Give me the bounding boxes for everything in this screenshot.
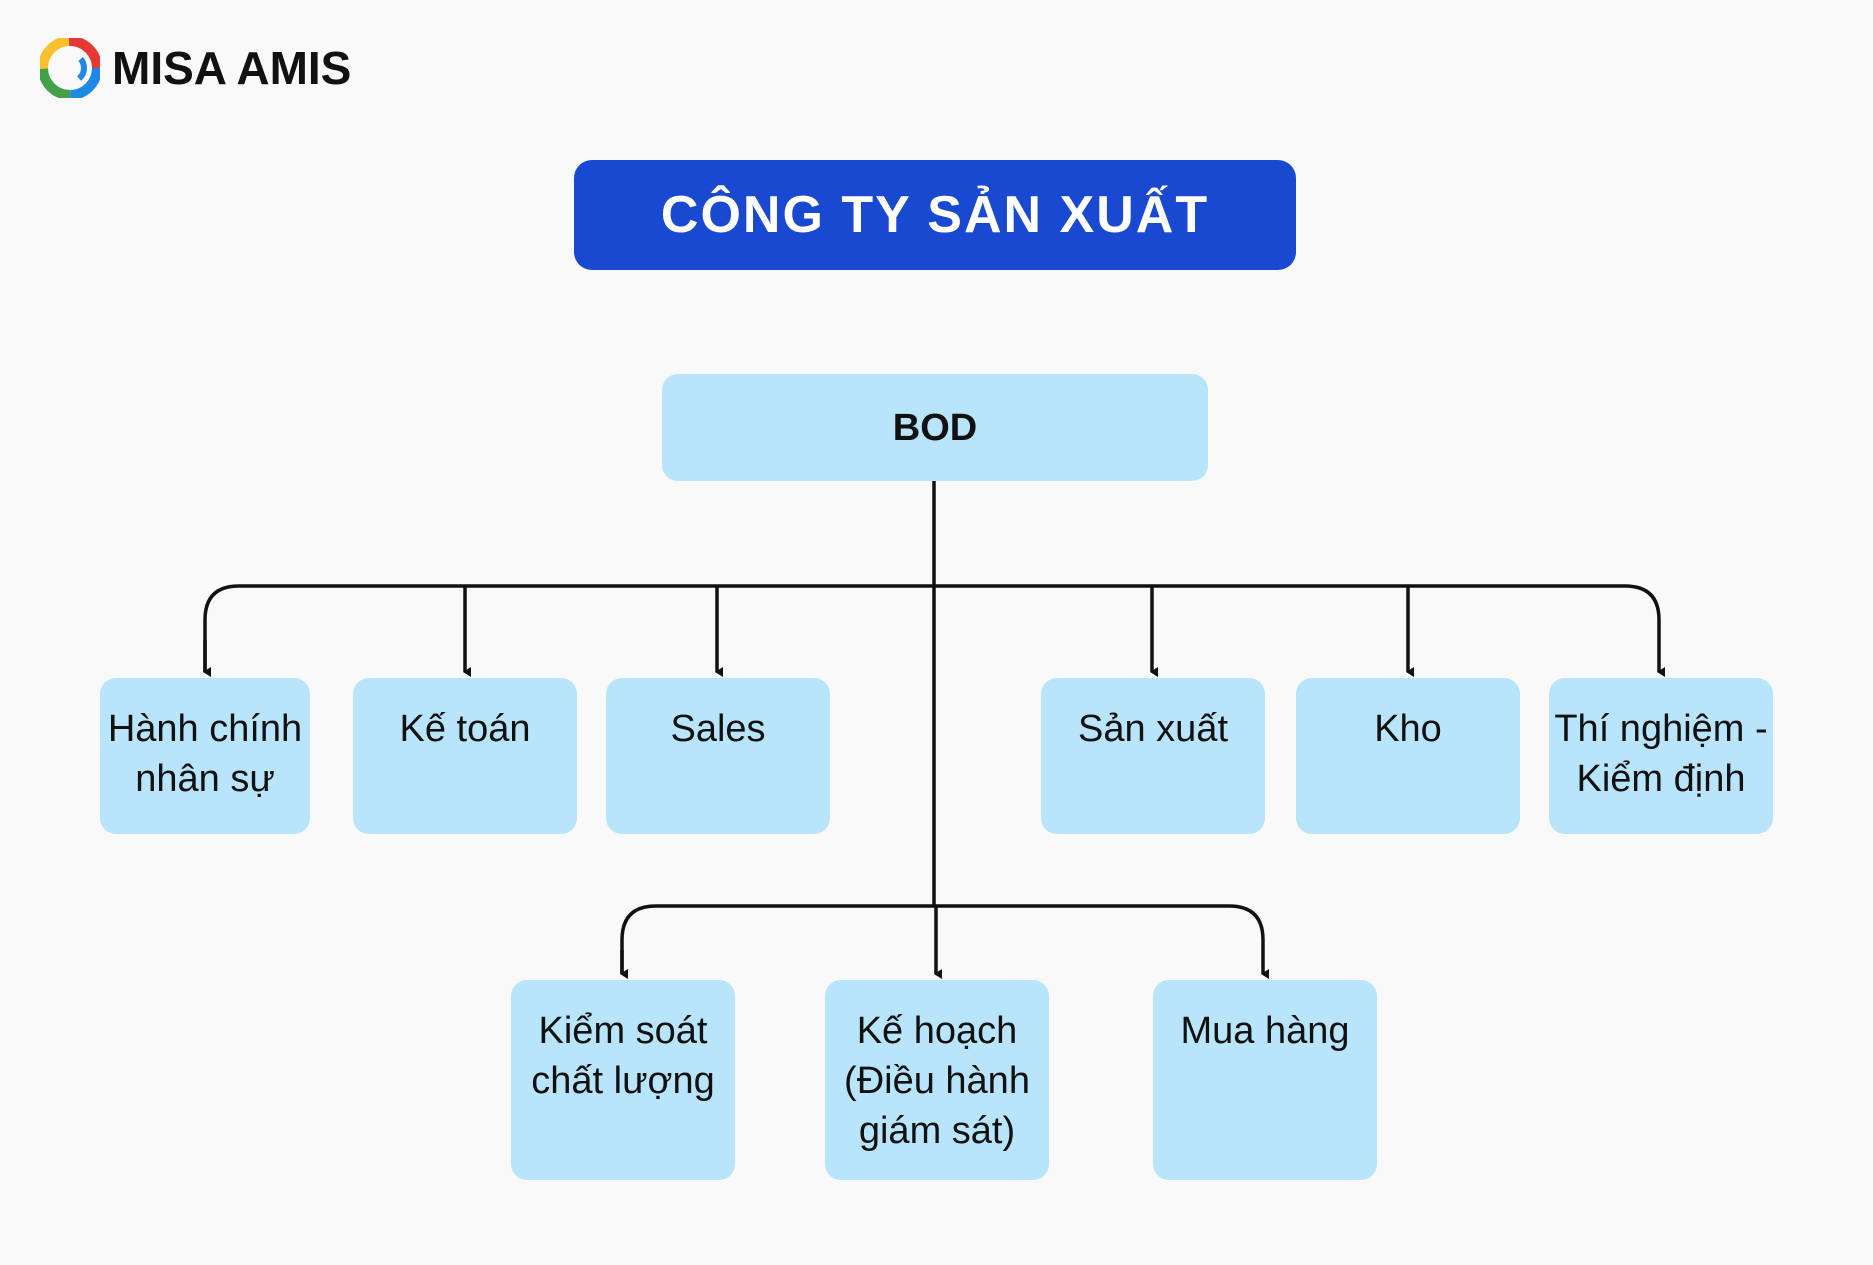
dept-ke-hoach: Kế hoạch (Điều hành giám sát) <box>825 980 1049 1180</box>
company-title: CÔNG TY SẢN XUẤT <box>574 160 1296 270</box>
dept-ke-toan: Kế toán <box>353 678 577 834</box>
dept-mua-hang: Mua hàng <box>1153 980 1377 1180</box>
dept-san-xuat: Sản xuất <box>1041 678 1265 834</box>
level2-bus <box>620 904 1269 979</box>
brand-logo: MISA AMIS <box>40 38 351 98</box>
dept-hanh-chinh-nhan-su: Hành chính nhân sự <box>100 678 310 834</box>
dept-thi-nghiem-kiem-dinh: Thí nghiệm - Kiểm định <box>1549 678 1773 834</box>
dept-sales: Sales <box>606 678 830 834</box>
bod-node: BOD <box>662 374 1208 481</box>
brand-name: MISA AMIS <box>112 42 352 94</box>
misa-amis-logo-icon <box>40 38 100 98</box>
level1-bus <box>203 584 1665 677</box>
dept-kiem-soat-chat-luong: Kiểm soát chất lượng <box>511 980 735 1180</box>
dept-kho: Kho <box>1296 678 1520 834</box>
